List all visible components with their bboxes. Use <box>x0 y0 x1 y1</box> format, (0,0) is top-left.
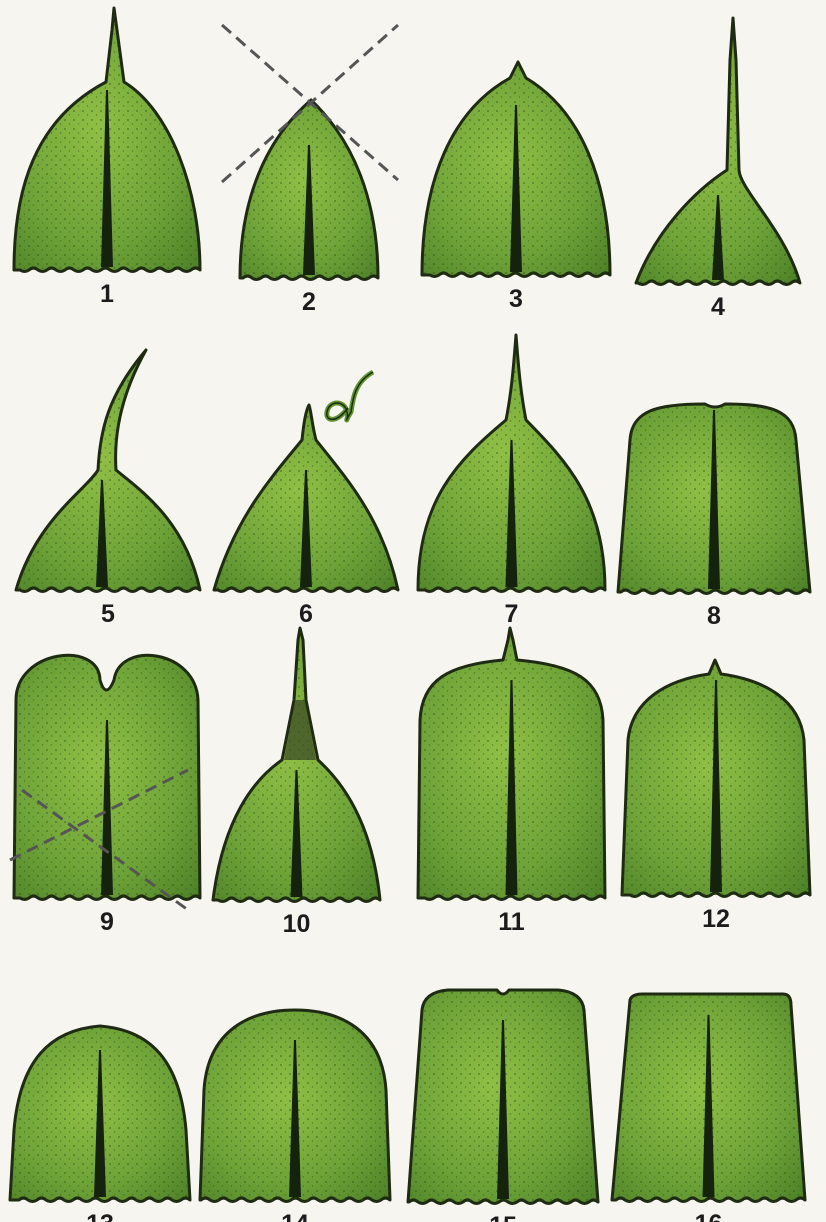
leaf-3 <box>422 62 610 277</box>
leaf-13 <box>10 1026 190 1202</box>
leaf-label-2: 2 <box>302 288 316 316</box>
leaf-label-3: 3 <box>509 285 523 313</box>
leaf-11 <box>418 628 605 900</box>
leaf-15 <box>408 990 598 1204</box>
leaf-16 <box>612 994 805 1202</box>
leaf-10 <box>213 628 380 902</box>
leaf-label-4: 4 <box>711 293 725 321</box>
leaf-label-6: 6 <box>299 600 313 628</box>
leaf-label-5: 5 <box>101 600 115 628</box>
leaf-label-11: 11 <box>498 908 525 936</box>
leaf-label-1: 1 <box>100 280 114 308</box>
leaf-label-10: 10 <box>283 910 311 938</box>
leaf-5 <box>16 350 200 592</box>
leaf-1 <box>14 8 200 272</box>
leaf-stipple <box>16 350 200 592</box>
leaf-label-9: 9 <box>100 908 114 936</box>
leaf-14 <box>200 1010 390 1202</box>
leaf-8 <box>618 404 810 594</box>
leaf-label-15: 15 <box>489 1212 517 1222</box>
leaf-7 <box>418 335 605 592</box>
leaf-12 <box>622 660 810 897</box>
leaf-label-13: 13 <box>86 1210 114 1222</box>
leaf-label-8: 8 <box>707 602 721 630</box>
leaf-6 <box>214 372 398 592</box>
leaf-label-14: 14 <box>281 1210 309 1222</box>
leaf-2 <box>240 100 378 280</box>
leaf-4 <box>636 18 800 285</box>
leaf-label-16: 16 <box>695 1210 723 1222</box>
leaf-label-12: 12 <box>702 905 730 933</box>
leaf-label-7: 7 <box>505 600 519 628</box>
